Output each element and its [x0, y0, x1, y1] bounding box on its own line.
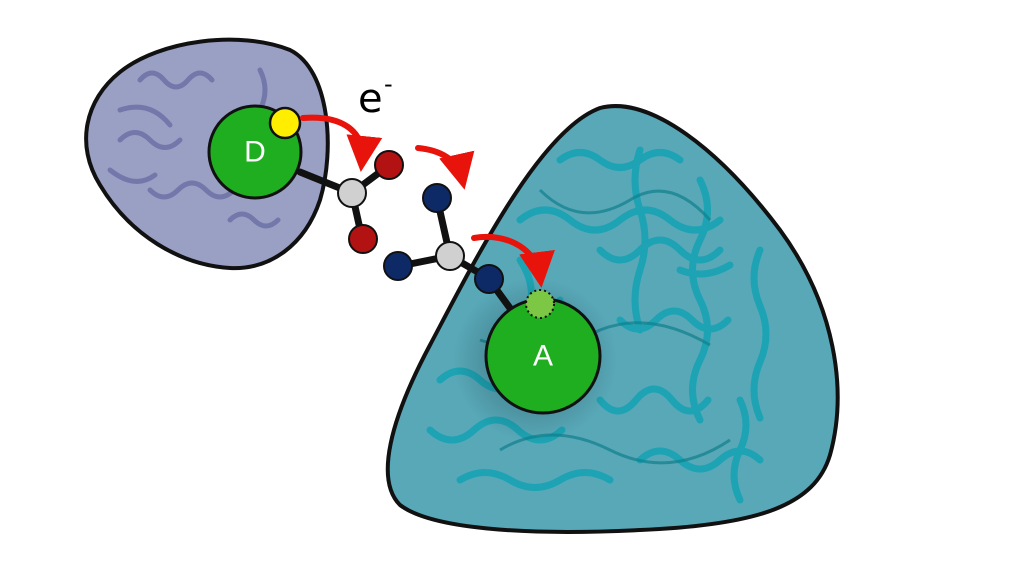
electron-charge: - — [384, 70, 393, 98]
nitrogen-atom — [422, 183, 452, 213]
electron-dot — [268, 106, 302, 140]
donor-protein-body — [84, 37, 330, 271]
acceptor-cofactor: A — [484, 289, 602, 415]
electron-symbol: e - — [358, 70, 393, 122]
donor-ribbon-structure — [107, 67, 281, 229]
electron-letter: e — [358, 76, 383, 122]
transfer-arrow-1 — [300, 114, 383, 172]
nitrogen-atom — [383, 251, 413, 281]
donor-cofactor: D — [207, 104, 303, 200]
acceptor-label: A — [533, 340, 553, 373]
oxygen-atom — [348, 224, 378, 254]
acceptor-protein — [385, 104, 840, 534]
acceptor-electron-site — [525, 289, 555, 319]
nitrogen-atom — [474, 264, 504, 294]
electron-transfer-arrows — [300, 114, 555, 288]
carbon-atom — [435, 241, 465, 271]
donor-protein — [84, 37, 330, 271]
transfer-arrow-2 — [415, 145, 475, 190]
carbon-atom — [337, 178, 367, 208]
donor-label: D — [244, 136, 266, 169]
oxygen-atom — [374, 150, 404, 180]
linker-atoms — [337, 150, 504, 294]
transfer-arrow-3 — [471, 233, 555, 288]
